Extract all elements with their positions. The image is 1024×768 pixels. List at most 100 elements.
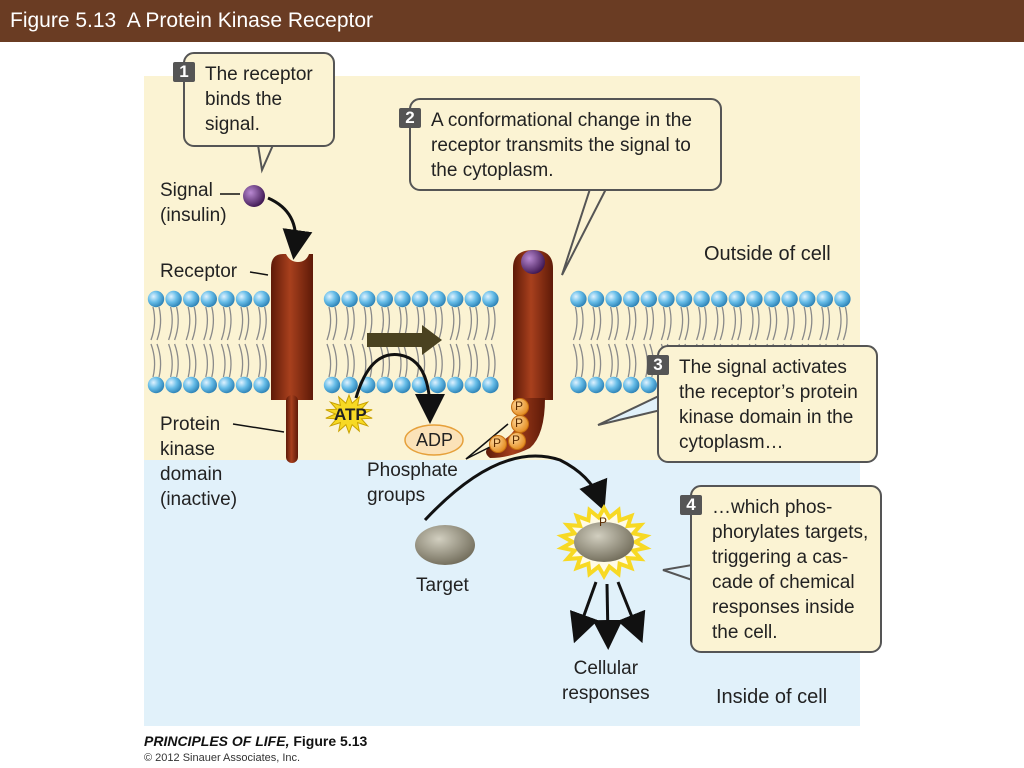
lipid-head bbox=[429, 376, 446, 394]
lipid-tail bbox=[220, 343, 226, 378]
phosphate-groups-label: Phosphate groups bbox=[367, 460, 458, 506]
lipid-tail bbox=[842, 306, 848, 341]
outside-cell-label: Outside of cell bbox=[704, 243, 831, 265]
lipid-tail bbox=[185, 306, 191, 341]
step-3-text: The signal activates the receptor’s prot… bbox=[679, 357, 858, 453]
lipid-tail bbox=[396, 343, 402, 378]
kinase-domain-label: Protein kinase domain (inactive) bbox=[160, 414, 238, 510]
cellular-responses-label: Cellular responses bbox=[562, 658, 650, 704]
lipid-head bbox=[834, 290, 851, 308]
lipid-head bbox=[394, 290, 411, 308]
lipid-tail bbox=[473, 343, 479, 378]
lipid-head bbox=[464, 290, 481, 308]
step-2-callout: 2 A conformational change in the recepto… bbox=[399, 98, 722, 191]
lipid-tail bbox=[173, 306, 179, 341]
book-title: PRINCIPLES OF LIFE, bbox=[144, 733, 290, 749]
response-arrow-middle bbox=[592, 583, 623, 650]
lipid-tail bbox=[836, 306, 842, 341]
signal-bound bbox=[521, 250, 545, 274]
lipid-head bbox=[235, 290, 253, 308]
lipid-head bbox=[623, 290, 640, 308]
lipid-head bbox=[482, 376, 499, 394]
lipid-tail bbox=[437, 306, 443, 341]
lipid-head bbox=[200, 376, 217, 394]
lipid-head bbox=[587, 290, 605, 308]
lipid-tail bbox=[596, 343, 602, 378]
title-bar: Figure 5.13 A Protein Kinase Receptor bbox=[0, 0, 1024, 42]
lipid-tail bbox=[825, 306, 831, 341]
callout-4-pointer bbox=[662, 563, 693, 582]
lipid-head bbox=[394, 376, 411, 394]
lipid-head bbox=[623, 376, 640, 394]
phosphate-leader-2 bbox=[465, 445, 493, 460]
target-label: Target bbox=[416, 575, 469, 596]
step-4-text: …which phos- phorylates targets, trigger… bbox=[712, 497, 869, 643]
membrane-outer-leaflet bbox=[147, 290, 851, 308]
lipid-tail bbox=[226, 343, 232, 378]
lipid-tail bbox=[783, 306, 789, 341]
atp-burst bbox=[325, 393, 373, 435]
signal-molecule bbox=[243, 185, 265, 207]
lipid-tail bbox=[473, 306, 479, 341]
lipid-head bbox=[763, 290, 781, 308]
lipid-tail bbox=[754, 306, 760, 341]
lipid-tail bbox=[678, 306, 684, 341]
lipid-tail bbox=[255, 306, 261, 341]
lipid-head bbox=[605, 376, 622, 394]
figure-title: Figure 5.13 A Protein Kinase Receptor bbox=[10, 9, 374, 32]
step-3-number: 3 bbox=[647, 355, 669, 375]
lipid-tail bbox=[431, 343, 437, 378]
lipid-tail bbox=[490, 343, 496, 378]
lipid-head bbox=[359, 290, 376, 308]
lipid-tail bbox=[185, 343, 191, 378]
lipid-tail bbox=[748, 306, 754, 341]
receptor-leader bbox=[249, 271, 269, 276]
response-arrow-left bbox=[569, 581, 599, 644]
lipid-head bbox=[605, 290, 622, 308]
lipid-tail bbox=[666, 306, 672, 341]
lipid-tail bbox=[731, 306, 737, 341]
callout-3-pointer bbox=[597, 393, 662, 426]
step-3-callout: 3 The signal activates the receptor’s pr… bbox=[647, 345, 878, 463]
lipid-tail bbox=[349, 306, 355, 341]
lipid-tail bbox=[361, 306, 367, 341]
lipid-tail bbox=[572, 306, 578, 341]
lipid-head bbox=[570, 376, 587, 394]
lipid-head bbox=[200, 290, 217, 308]
lipid-tail bbox=[631, 343, 637, 378]
lipid-head bbox=[799, 290, 816, 308]
phosphate-label: P bbox=[515, 399, 524, 413]
book-credit: PRINCIPLES OF LIFE, Figure 5.13 bbox=[144, 733, 367, 749]
step-1-number: 1 bbox=[173, 62, 195, 82]
lipid-head bbox=[376, 376, 393, 394]
callout-2-pointer bbox=[561, 188, 608, 276]
lipid-tail bbox=[156, 306, 162, 341]
lipid-tail bbox=[607, 306, 613, 341]
lipid-head bbox=[640, 376, 657, 394]
phosphate-label: P bbox=[512, 433, 521, 447]
atp-label: ATP bbox=[334, 405, 367, 424]
lipid-tail bbox=[801, 306, 807, 341]
lipid-head bbox=[411, 376, 429, 394]
lipid-tail bbox=[150, 306, 156, 341]
signal-label: Signal (insulin) bbox=[160, 180, 227, 226]
lipid-tail bbox=[349, 343, 355, 378]
lipid-head bbox=[570, 290, 587, 308]
lipid-head bbox=[253, 290, 270, 308]
lipid-tail bbox=[613, 343, 619, 378]
step-1-text: The receptor binds the signal. bbox=[205, 64, 313, 135]
arrow-atp-to-adp bbox=[354, 353, 445, 424]
lipid-tail bbox=[343, 306, 349, 341]
lipid-tail bbox=[385, 343, 391, 378]
lipid-tail bbox=[437, 343, 443, 378]
copyright: © 2012 Sinauer Associates, Inc. bbox=[144, 752, 301, 764]
lipid-tail bbox=[490, 306, 496, 341]
lipid-head bbox=[781, 290, 798, 308]
lipid-tail bbox=[449, 343, 455, 378]
figure-ref: Figure 5.13 bbox=[289, 733, 368, 749]
lipid-head bbox=[693, 290, 710, 308]
lipid-tail bbox=[156, 343, 162, 378]
lipid-head bbox=[323, 290, 341, 308]
lipid-head bbox=[816, 290, 833, 308]
lipid-tail bbox=[484, 306, 490, 341]
